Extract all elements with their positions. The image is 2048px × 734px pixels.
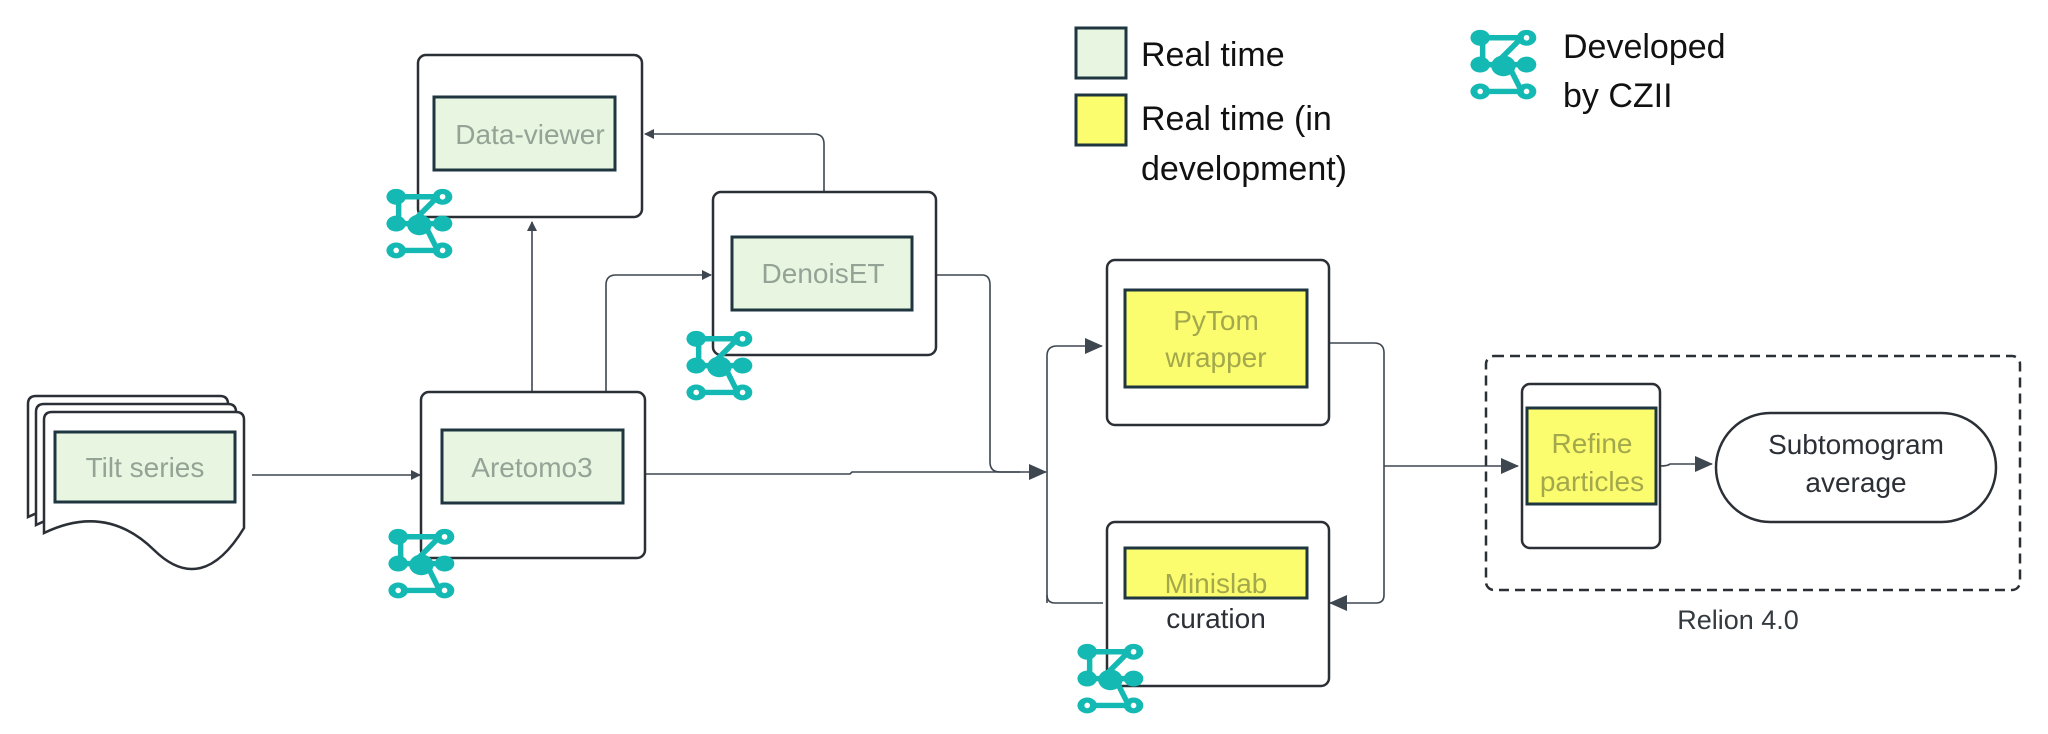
aretomo3-czii-icon: [388, 529, 454, 599]
minislab-czii-icon: [1077, 644, 1143, 714]
tilt-series-status: [53, 430, 237, 504]
line-denoiset-to-hub: [936, 274, 1020, 473]
pytom-wrapper-status: [1123, 288, 1309, 389]
legend: Real time Real time (in development) Dev…: [1074, 26, 1726, 188]
denoiset-node[interactable]: DenoisET: [711, 190, 938, 357]
relion-group-label: Relion 4.0: [1677, 605, 1799, 635]
arrow-aretomo-to-hub: [645, 464, 1047, 480]
data-viewer-czii-icon: [386, 189, 452, 259]
refine-particles-status: [1525, 406, 1658, 506]
denoiset-czii-icon: [686, 331, 752, 401]
legend-label-czii-line1: Developed: [1563, 28, 1726, 66]
denoiset-status: [730, 235, 914, 312]
aretomo3-status: [440, 428, 625, 505]
minislab-label: Minislab: [1165, 568, 1268, 599]
minislab-curation-node[interactable]: Minislab curation: [1105, 520, 1331, 688]
subtomogram-average-node[interactable]: Subtomogram average: [1714, 411, 1998, 524]
subtomogram-average-label-line1: Subtomogram: [1768, 429, 1944, 460]
tilt-series-label: Tilt series: [86, 452, 205, 483]
subtomogram-average-box: [1714, 411, 1998, 524]
relion-group: Relion 4.0: [1484, 354, 2022, 635]
pytom-wrapper-node[interactable]: PyTom wrapper: [1105, 258, 1331, 427]
legend-swatch-real-time: [1074, 26, 1128, 80]
legend-label-in-development-line2: development): [1141, 150, 1347, 188]
curation-label: curation: [1166, 603, 1266, 634]
arrow-aretomo-to-denoiset: [605, 270, 712, 392]
legend-label-real-time: Real time: [1141, 36, 1285, 74]
minislab-status: [1123, 546, 1309, 600]
arrow-hub-to-pytom: [1046, 338, 1103, 603]
czii-logo-icon: [1470, 30, 1536, 100]
legend-label-czii-line2: by CZII: [1563, 77, 1673, 115]
refine-particles-label-line1: Refine: [1552, 428, 1633, 459]
arrow-denoiset-to-dataviewer: [644, 129, 825, 192]
legend-swatch-in-development: [1074, 93, 1128, 147]
refine-particles-label-line2: particles: [1540, 466, 1644, 497]
data-viewer-node[interactable]: Data-viewer: [416, 53, 644, 219]
aretomo3-node[interactable]: Aretomo3: [419, 390, 647, 560]
legend-label-in-development-line1: Real time (in: [1141, 100, 1332, 138]
tilt-series-node[interactable]: Tilt series: [26, 394, 246, 571]
data-viewer-label: Data-viewer: [455, 119, 604, 150]
relion-group-border: [1484, 354, 2022, 592]
aretomo3-label: Aretomo3: [471, 452, 592, 483]
arrow-pytom-to-minislab: [1329, 342, 1385, 611]
connectors: [252, 129, 1713, 611]
denoiset-label: DenoisET: [762, 258, 885, 289]
pytom-wrapper-label-line2: wrapper: [1164, 342, 1266, 373]
refine-particles-node[interactable]: Refine particles: [1520, 382, 1662, 550]
data-viewer-status: [432, 95, 617, 172]
arrow-refine-to-subtomo: [1659, 456, 1713, 472]
pytom-wrapper-label-line1: PyTom: [1173, 305, 1259, 336]
subtomogram-average-label-line2: average: [1805, 467, 1906, 498]
line-minislab-to-hub: [1046, 594, 1103, 604]
